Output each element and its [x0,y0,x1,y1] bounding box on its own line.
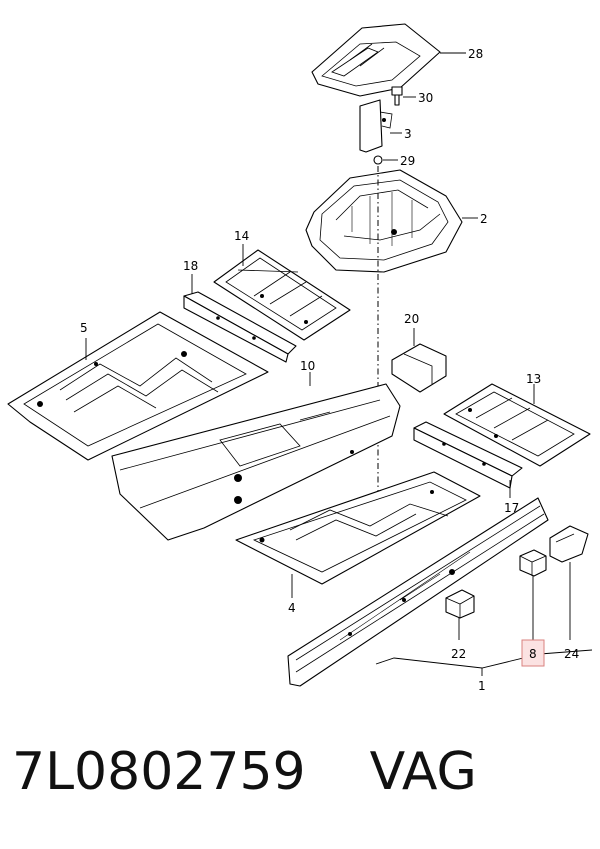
part-20-bracket [391,343,447,393]
label-28: 28 [468,47,483,61]
label-4: 4 [288,601,296,615]
part-24-bracket [549,525,589,563]
label-10: 10 [300,359,315,373]
label-22: 22 [451,647,466,661]
label-3: 3 [404,127,412,141]
label-5: 5 [80,321,88,335]
caption: 7L0802759 VAG [12,742,592,818]
part-22-block [445,589,475,619]
brand-name: VAG [369,742,477,802]
part-number: 7L0802759 [12,742,306,802]
part-29-nut [373,155,383,165]
part-17-crossmember [413,421,523,489]
part-4-floor [235,471,481,585]
part-5-front-floor [7,311,269,461]
part-28-cover [311,23,441,97]
part-13-rear-panel [443,383,591,467]
label-2: 2 [480,212,488,226]
label-14: 14 [234,229,249,243]
part-18-crossmember [183,291,297,363]
part-1-side-sill [287,497,549,687]
label-8: 8 [529,647,537,661]
label-1: 1 [478,679,486,693]
part-10-tunnel [111,383,401,541]
part-3-bracket [359,99,393,153]
highlight-box-8 [521,639,545,667]
part-2-tray [305,169,463,273]
label-29: 29 [400,154,415,168]
label-20: 20 [404,312,419,326]
part-30-bolt [391,86,403,106]
label-18: 18 [183,259,198,273]
label-17: 17 [504,501,519,515]
label-13: 13 [526,372,541,386]
label-30: 30 [418,91,433,105]
exploded-parts-diagram: 28 30 3 29 2 14 18 5 20 10 13 17 4 22 8 … [7,23,593,693]
part-8-block [519,549,547,577]
label-24: 24 [564,647,579,661]
